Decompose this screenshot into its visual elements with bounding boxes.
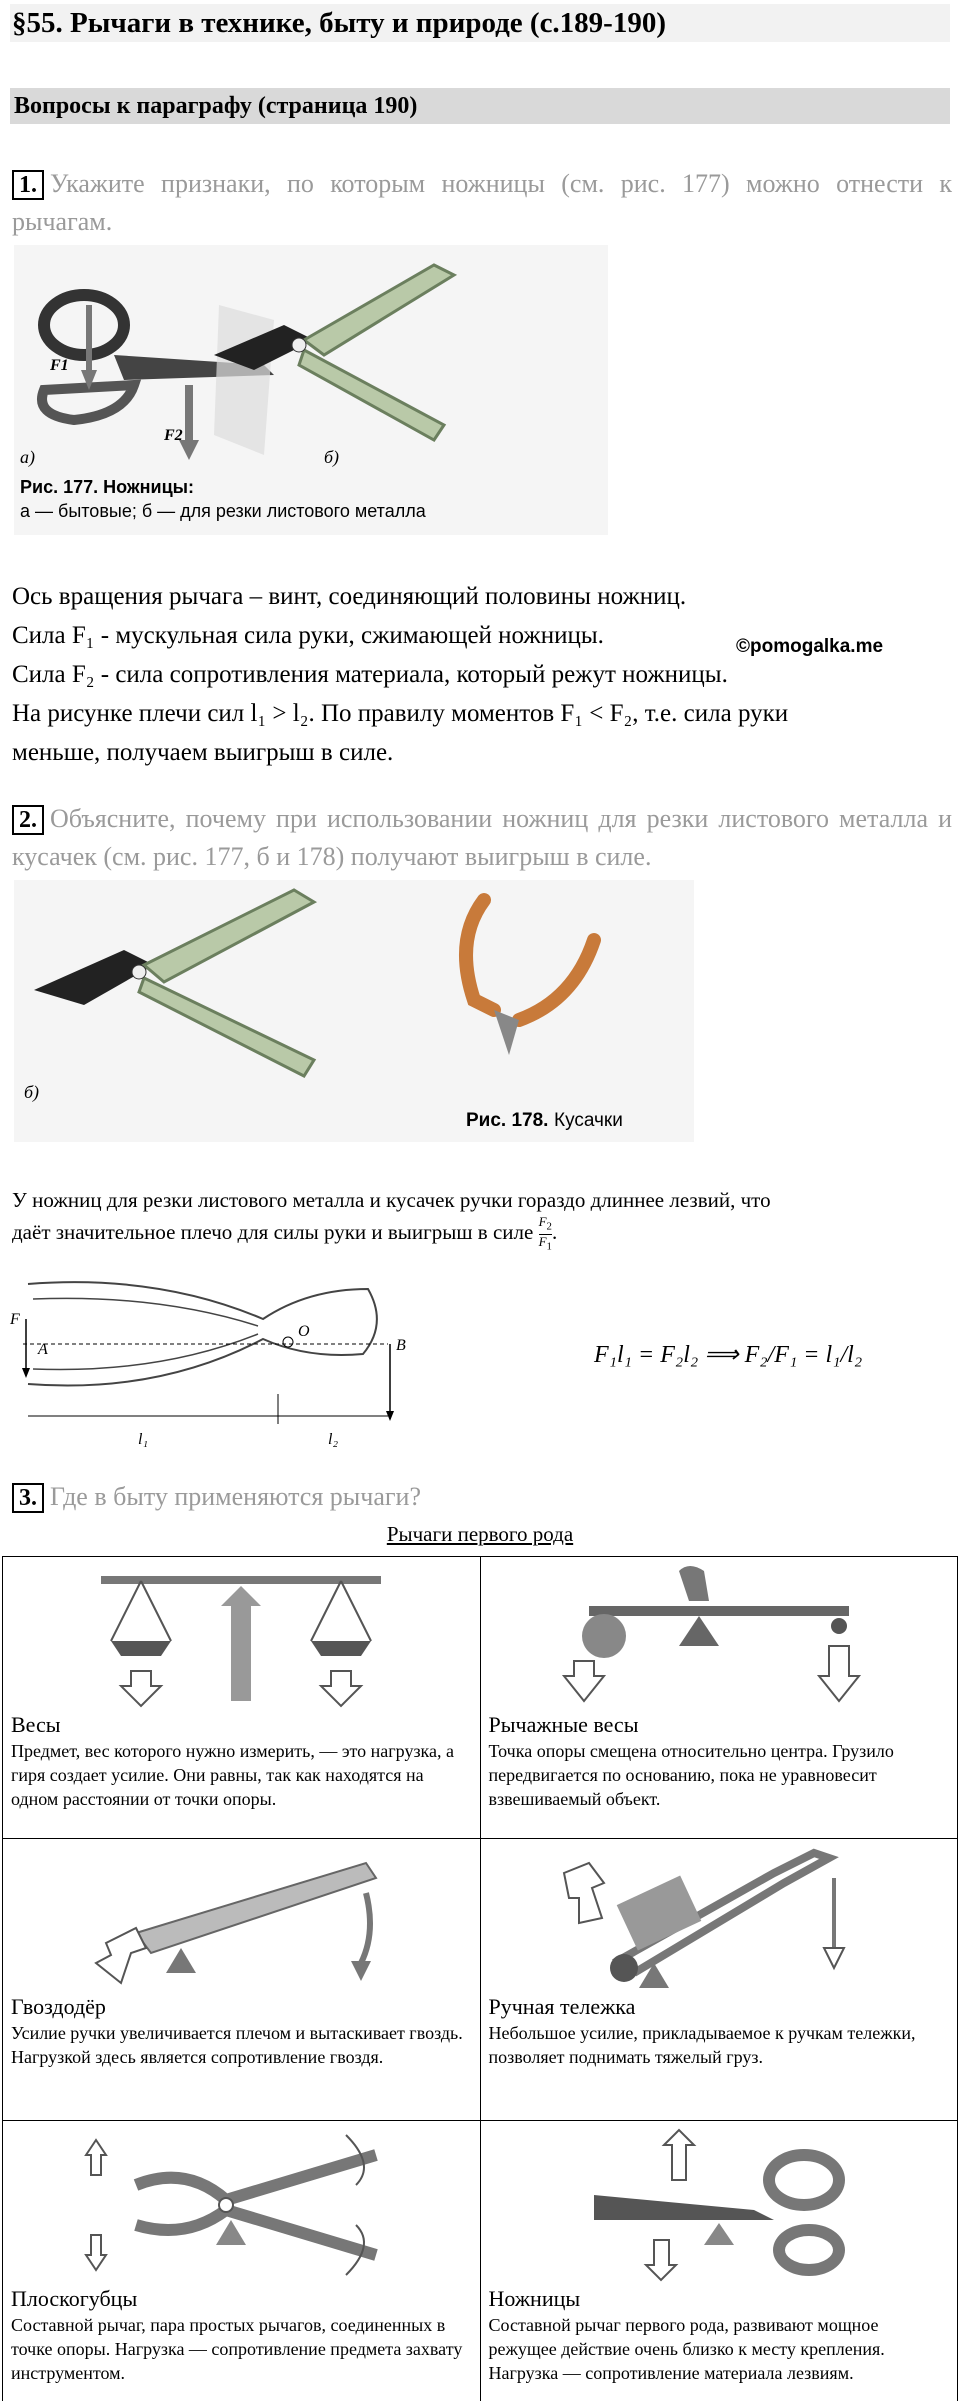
lever-diagram: F A O B l₁ l₂	[9, 1281, 406, 1448]
table-cell: Ножницы Составной рычаг первого рода, ра…	[479, 2120, 958, 2401]
question-text: Где в быту применяются рычаги?	[50, 1482, 421, 1511]
diagram-label-l1: l₁	[138, 1431, 148, 1448]
question-text: Объясните, почему при использовании ножн…	[12, 804, 952, 871]
diagram-label-o: O	[298, 1323, 310, 1340]
watermark: ©pomogalka.me	[736, 636, 884, 657]
answer-line: меньше, получаем выигрыш в силе.	[12, 739, 394, 766]
question-number: 1.	[12, 170, 44, 200]
levers-table: Весы Предмет, вес которого нужно измерит…	[2, 1556, 958, 2401]
cell-title: Ножницы	[488, 2286, 581, 2311]
table-cell: Ручная тележка Небольшое усилие, приклад…	[479, 1838, 958, 2121]
answer-line: Ось вращения рычага – винт, соединяющий …	[12, 583, 687, 610]
cell-description: Усилие ручки увеличивается плечом и выта…	[11, 2023, 463, 2067]
diagram-label-l2: l₂	[328, 1431, 338, 1448]
question-text: Укажите признаки, по которым ножницы (см…	[12, 169, 952, 236]
answer-1: Ось вращения рычага – винт, соединяющий …	[12, 577, 952, 772]
cell-title: Весы	[11, 1712, 61, 1737]
cell-description: Точка опоры смещена относительно центра.…	[488, 1741, 894, 1809]
force-label-f1: F1	[49, 357, 69, 374]
pliers-icon	[84, 2134, 378, 2276]
figure-label-b: б)	[24, 1082, 39, 1103]
cell-title: Плоскогубцы	[11, 2286, 138, 2311]
answer-line: Сила F₁ - мускульная сила руки, сжимающе…	[12, 622, 604, 649]
cell-description: Составной рычаг первого рода, развивают …	[488, 2315, 885, 2383]
figure-caption-text: Кусачки	[554, 1110, 623, 1131]
household-scissors-icon	[37, 289, 274, 460]
figure-caption-text: а — бытовые; б — для резки листового мет…	[20, 501, 427, 521]
figure-label-a: а)	[20, 447, 35, 468]
question-number: 3.	[12, 1483, 44, 1513]
answer-2: У ножниц для резки листового металла и к…	[12, 1185, 952, 1253]
question-3: 3.Где в быту применяются рычаги?	[12, 1478, 952, 1516]
table-cell: Рычажные весы Точка опоры смещена относи…	[479, 1556, 958, 1839]
figure-caption-title: Рис. 178.	[466, 1110, 548, 1131]
answer-line: У ножниц для резки листового металла и к…	[12, 1188, 771, 1212]
cell-title: Ручная тележка	[488, 1994, 636, 2019]
answer-line: даёт значительное плечо для силы руки и …	[12, 1214, 558, 1253]
balance-scale-icon	[101, 1576, 382, 1708]
lever-formula: F₁l₁ = F₂l₂ ⟹ F₂/F₁ = l₁/l₂	[594, 1342, 863, 1368]
diagram-label-a: A	[37, 1341, 48, 1358]
force-label-f2: F2	[163, 427, 183, 444]
table-cell: Весы Предмет, вес которого нужно измерит…	[2, 1556, 481, 1839]
metal-shears-icon	[34, 888, 318, 1078]
metal-shears-icon	[214, 263, 458, 442]
cell-description: Предмет, вес которого нужно измерить, — …	[11, 1741, 455, 1809]
cell-description: Составной рычаг, пара простых рычагов, с…	[11, 2315, 463, 2383]
scissors-icon	[593, 2128, 845, 2282]
question-number: 2.	[12, 805, 44, 835]
page-title: §55. Рычаги в технике, быту и природе (с…	[10, 4, 950, 42]
lever-scale-icon	[561, 1566, 861, 1703]
nail-puller-icon	[94, 1861, 378, 1985]
scissors-figure: F1 F2 а) б) Рис. 177. Ножницы: а — бытов…	[14, 245, 608, 535]
cell-title: Рычажные весы	[488, 1712, 639, 1737]
answer-line: На рисунке плечи сил l₁ > l₂. По правилу…	[12, 700, 789, 727]
cell-description: Небольшое усилие, прикладываемое к ручка…	[488, 2023, 916, 2067]
table-title: Рычаги первого рода	[386, 1522, 574, 1546]
table-cell: Плоскогубцы Составной рычаг, пара просты…	[2, 2120, 481, 2401]
diagram-label-b: B	[396, 1337, 406, 1354]
figure-label-b: б)	[324, 447, 339, 468]
answer-line: Сила F₂ - сила сопротивления материала, …	[12, 661, 728, 688]
hand-truck-icon	[562, 1848, 846, 1988]
figure-caption-title: Рис. 177. Ножницы:	[20, 477, 194, 497]
question-2: 2.Объясните, почему при использовании но…	[12, 800, 952, 876]
wire-cutters-icon	[459, 893, 601, 1055]
cell-title: Гвоздодёр	[11, 1994, 106, 2019]
cutters-figure: б) Рис. 178. Кусачки	[14, 880, 694, 1142]
section-heading: Вопросы к параграфу (страница 190)	[10, 88, 950, 124]
table-cell: Гвоздодёр Усилие ручки увеличивается пле…	[2, 1838, 481, 2121]
question-1: 1.Укажите признаки, по которым ножницы (…	[12, 165, 952, 241]
diagram-label-f: F	[9, 1311, 20, 1328]
